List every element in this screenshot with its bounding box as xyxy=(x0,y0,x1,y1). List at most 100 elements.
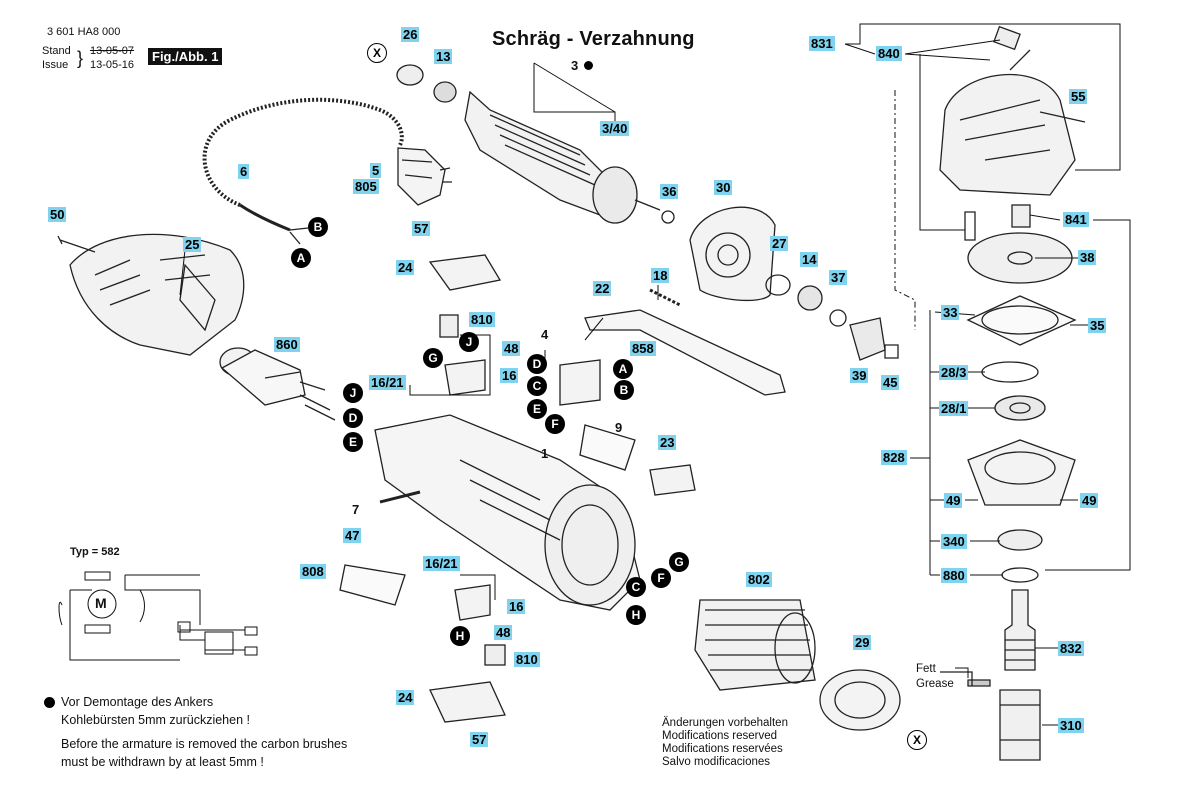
part-label-38: 38 xyxy=(1078,250,1097,265)
connector-j-upper: J xyxy=(459,332,479,352)
issue-date: 13-05-16 xyxy=(90,59,135,71)
part-label-28-1: 28/1 xyxy=(939,401,969,416)
part-label-802: 802 xyxy=(746,572,772,587)
part-label-841: 841 xyxy=(1063,212,1089,227)
modifications-fr: Modifications reservées xyxy=(662,743,783,755)
brace-icon: } xyxy=(77,48,84,68)
part-label-36: 36 xyxy=(660,184,679,199)
part-label-828: 828 xyxy=(881,450,907,465)
modifications-en: Modifications reserved xyxy=(662,730,778,742)
motor-symbol: M xyxy=(95,595,107,611)
part-label-831: 831 xyxy=(809,36,835,51)
connector-e-block: E xyxy=(527,399,547,419)
part-label-45: 45 xyxy=(881,375,900,390)
part-label-310: 310 xyxy=(1058,718,1084,733)
part-label-880: 880 xyxy=(941,568,967,583)
bearing-plate xyxy=(689,206,776,302)
spindle-lock-lever xyxy=(584,309,786,396)
motor-housing-cover xyxy=(69,233,245,356)
part-label-3-40: 3/40 xyxy=(600,121,630,136)
part-label-810: 810 xyxy=(469,312,495,327)
connector-c-block: C xyxy=(527,376,547,396)
field-coil xyxy=(694,599,816,691)
issue-label: Issue xyxy=(42,59,69,71)
part-label-14: 14 xyxy=(800,252,819,267)
power-plug xyxy=(397,147,452,206)
part-label-7: 7 xyxy=(352,502,360,517)
part-label-16: 16 xyxy=(500,368,519,383)
part-label-55: 55 xyxy=(1069,89,1088,104)
part-label-27: 27 xyxy=(770,236,789,251)
part-label-50: 50 xyxy=(48,207,67,222)
part-label-4: 4 xyxy=(541,327,549,342)
connector-a-cord: A xyxy=(291,248,311,268)
part-label-3: 3 xyxy=(571,58,579,73)
part-label-30: 30 xyxy=(714,180,733,195)
part-label-18: 18 xyxy=(651,268,670,283)
part-label-49-right: 49 xyxy=(1080,493,1099,508)
part-label-23: 23 xyxy=(658,435,677,450)
page-title: Schräg - Verzahnung xyxy=(492,28,695,50)
part-label-860: 860 xyxy=(274,337,300,352)
modifications-es: Salvo modificaciones xyxy=(662,756,771,768)
grease-label-en: Grease xyxy=(916,678,954,690)
note-de-line-1: Vor Demontage des Ankers xyxy=(61,695,214,709)
connector-d-switch: D xyxy=(343,408,363,428)
part-label-805: 805 xyxy=(353,179,379,194)
part-label-832: 832 xyxy=(1058,641,1084,656)
part-label-48: 48 xyxy=(502,341,521,356)
connector-c-coil: C xyxy=(626,577,646,597)
connector-b-block: B xyxy=(614,380,634,400)
clamp-nut xyxy=(999,689,1041,761)
connector-x-top: X xyxy=(367,43,387,63)
switch-module xyxy=(219,347,336,421)
part-label-810-lower: 810 xyxy=(514,652,540,667)
connector-g-coil: G xyxy=(669,552,689,572)
bullet-dot-icon xyxy=(44,697,55,708)
part-label-25: 25 xyxy=(183,237,202,252)
armature xyxy=(396,64,675,224)
motor-housing xyxy=(374,414,641,611)
circuit-diagram xyxy=(58,571,258,661)
grease-label-de: Fett xyxy=(916,663,936,675)
part-label-16-21: 16/21 xyxy=(369,375,406,390)
part-label-28-3: 28/3 xyxy=(939,365,969,380)
part-label-29: 29 xyxy=(853,635,872,650)
part-label-1: 1 xyxy=(541,446,549,461)
note-en-line-1: Before the armature is removed the carbo… xyxy=(61,737,348,751)
connector-h-coil: H xyxy=(626,605,646,625)
part-label-9: 9 xyxy=(615,420,623,435)
part-label-39: 39 xyxy=(850,368,869,383)
part-number: 3 601 HA8 000 xyxy=(47,26,121,38)
part-label-47: 47 xyxy=(343,528,362,543)
note-en-line-2: must be withdrawn by at least 5mm ! xyxy=(61,755,264,769)
grease-tube-icon xyxy=(967,679,991,687)
part-label-57: 57 xyxy=(412,221,431,236)
fan-baffle xyxy=(819,669,901,731)
spindle xyxy=(1004,589,1036,671)
part-label-57-lower: 57 xyxy=(470,732,489,747)
part-label-48-lower: 48 xyxy=(494,625,513,640)
part-label-35: 35 xyxy=(1088,318,1107,333)
part-label-26: 26 xyxy=(401,27,420,42)
part-label-808: 808 xyxy=(300,564,326,579)
part-label-24-lower: 24 xyxy=(396,690,415,705)
connector-h-lower: H xyxy=(450,626,470,646)
connector-f-coil: F xyxy=(651,568,671,588)
modifications-de: Änderungen vorbehalten xyxy=(662,717,788,729)
part-label-340: 340 xyxy=(941,534,967,549)
gear-housing xyxy=(939,49,1086,196)
part-label-16-lower: 16 xyxy=(507,599,526,614)
connector-f-block: F xyxy=(545,414,565,434)
connector-d-block: D xyxy=(527,354,547,374)
stand-date: 13-05-07 xyxy=(90,45,135,57)
part-label-49-left: 49 xyxy=(944,493,963,508)
part-label-33: 33 xyxy=(941,305,960,320)
part-label-13: 13 xyxy=(434,49,453,64)
part-label-5: 5 xyxy=(370,163,382,178)
stand-label: Stand xyxy=(42,45,71,57)
part-label-24: 24 xyxy=(396,260,415,275)
connector-x-bottom: X xyxy=(907,730,927,750)
connector-g-upper: G xyxy=(423,348,443,368)
